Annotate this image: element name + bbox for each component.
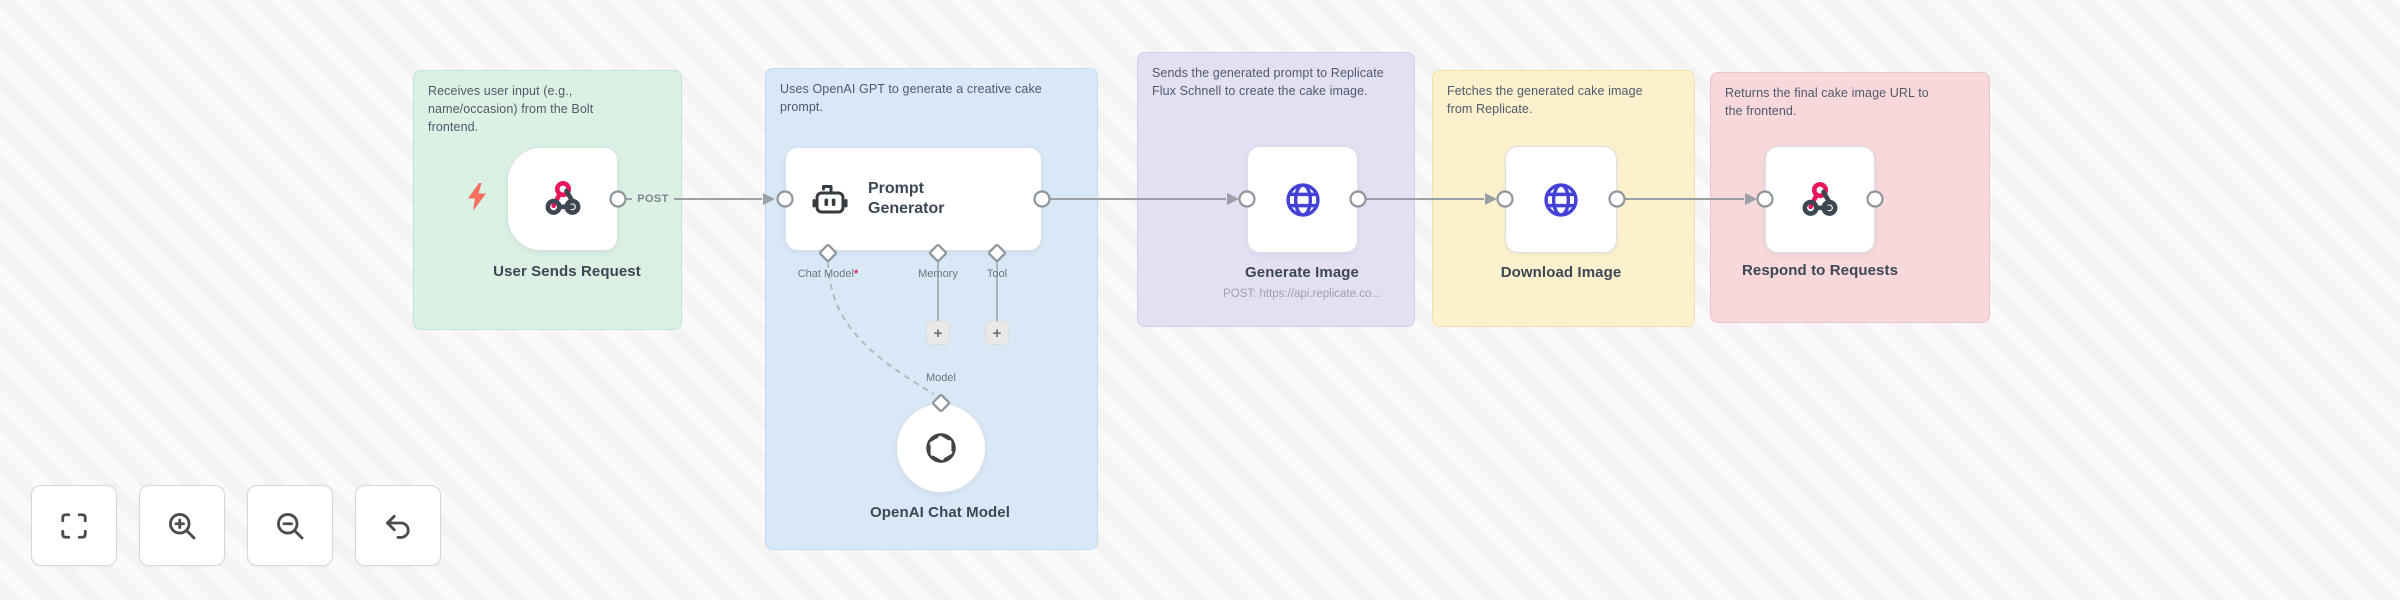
canvas-controls xyxy=(31,485,441,566)
zoom-in-button[interactable] xyxy=(139,485,225,566)
node-name-label: Download Image xyxy=(1500,264,1622,281)
node-name-label: User Sends Request xyxy=(493,263,641,280)
sticky-note-text: Sends the generated prompt to Replicate … xyxy=(1152,66,1384,98)
node-prompt-generator[interactable]: Prompt Generator xyxy=(785,147,1042,251)
node-user-sends-request[interactable] xyxy=(507,147,618,251)
webhook-icon xyxy=(545,181,580,215)
undo-button[interactable] xyxy=(355,485,441,566)
add-tool-button[interactable]: + xyxy=(985,321,1009,345)
undo-icon xyxy=(386,514,410,539)
globe-icon xyxy=(1544,182,1578,217)
fit-view-button[interactable] xyxy=(31,485,117,566)
globe-icon xyxy=(1285,182,1320,217)
lightning-bolt-icon xyxy=(468,183,486,211)
port-label-model: Model xyxy=(926,372,956,384)
port-label-tool: Tool xyxy=(986,268,1008,280)
zoom-out-icon xyxy=(277,512,304,539)
node-respond-to-requests[interactable] xyxy=(1765,146,1875,253)
webhook-method-label: POST xyxy=(637,192,669,205)
sticky-note-generate[interactable]: Sends the generated prompt to Replicate … xyxy=(1137,52,1415,327)
sticky-note-text: Fetches the generated cake image from Re… xyxy=(1447,84,1643,116)
node-generate-image[interactable] xyxy=(1247,146,1358,253)
port-label-text: Chat Model xyxy=(797,268,854,280)
robot-icon xyxy=(812,185,848,214)
openai-logo-icon xyxy=(926,433,956,463)
plus-icon: + xyxy=(933,324,943,342)
node-subtitle: POST: https://api.replicate.co... xyxy=(1223,288,1381,300)
add-memory-button[interactable]: + xyxy=(926,321,950,345)
plus-icon: + xyxy=(992,324,1002,342)
required-asterisk: * xyxy=(853,268,859,280)
fit-view-icon xyxy=(61,512,87,539)
node-name-label: Respond to Requests xyxy=(1741,262,1899,279)
node-openai-chat-model[interactable] xyxy=(896,403,986,493)
zoom-out-button[interactable] xyxy=(247,485,333,566)
port-label-chat-model: Chat Model* xyxy=(758,268,898,280)
webhook-icon xyxy=(1802,181,1838,216)
node-name-label: Generate Image xyxy=(1245,264,1359,281)
node-name-label: OpenAI Chat Model xyxy=(869,504,1011,521)
node-name: Prompt Generator xyxy=(868,180,945,217)
sticky-note-text: Uses OpenAI GPT to generate a creative c… xyxy=(780,82,1042,114)
node-download-image[interactable] xyxy=(1505,146,1617,253)
sticky-note-text: Receives user input (e.g., name/occasion… xyxy=(428,84,594,134)
sticky-note-webhook[interactable]: Receives user input (e.g., name/occasion… xyxy=(413,70,682,330)
zoom-in-icon xyxy=(169,512,196,539)
sticky-note-text: Returns the final cake image URL to the … xyxy=(1725,86,1929,118)
